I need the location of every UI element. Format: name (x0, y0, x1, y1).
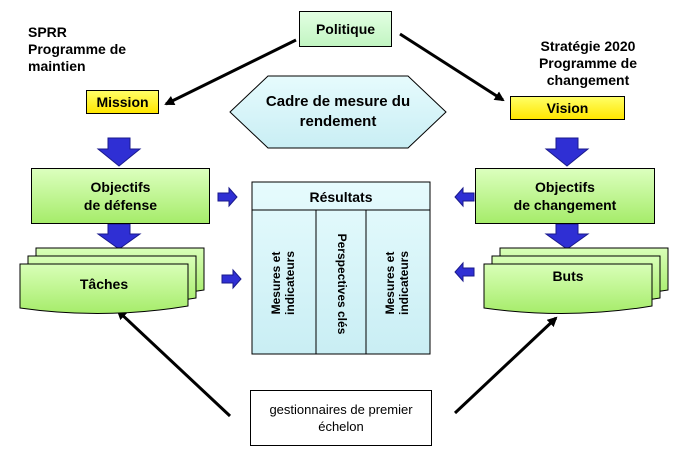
strategie-label-line3: changement (546, 72, 630, 88)
politique-node: Politique (299, 11, 392, 47)
mission-label: Mission (96, 94, 149, 110)
cadre-label-line2: rendement (299, 113, 377, 130)
objectifs-changement-line1: Objectifs (535, 179, 595, 195)
taches-label: Tâches (79, 276, 129, 292)
strategie-label-line1: Stratégie 2020 (540, 38, 636, 54)
vision-label: Vision (546, 100, 589, 116)
gestionnaires-line1: gestionnaires de premier (269, 402, 413, 417)
left-arrow-buts (454, 261, 475, 283)
cadre-node: Cadre de mesure du rendement (246, 88, 430, 136)
strategie-label: Stratégie 2020 Programme de changement (518, 38, 658, 89)
strategie-label-line2: Programme de (538, 55, 638, 71)
cadre-hexagon (229, 75, 447, 149)
resultats-header: Résultats (252, 183, 430, 210)
politique-label: Politique (315, 21, 376, 37)
taches-node: Tâches (20, 268, 188, 300)
buts-node: Buts (484, 260, 652, 292)
buts-label: Buts (552, 268, 584, 284)
sprr-label: SPRR Programme de maintien (28, 24, 168, 75)
connector-gestionnaires-buts (453, 316, 558, 415)
sprr-label-line3: maintien (28, 58, 86, 74)
objectifs-defense-node: Objectifs de défense (31, 168, 210, 224)
gestionnaires-line2: échelon (318, 419, 364, 434)
down-arrow-vision (544, 137, 590, 167)
objectifs-defense-line2: de défense (83, 197, 158, 213)
objectifs-changement-node: Objectifs de changement (475, 168, 655, 224)
buts-stack (483, 247, 669, 315)
connector-gestionnaires-taches (116, 309, 232, 418)
resultats-col-2: Perspectives clés (335, 233, 349, 335)
resultats-col-3: Mesures et indicateurs (383, 250, 411, 316)
sprr-label-line1: SPRR (28, 24, 67, 40)
mission-node: Mission (86, 90, 159, 114)
vision-node: Vision (510, 96, 625, 120)
right-arrow-taches (221, 268, 242, 290)
objectifs-changement-line2: de changement (513, 197, 617, 213)
taches-stack (19, 247, 205, 315)
connector-politique-mission (164, 38, 297, 106)
resultats-table (251, 181, 431, 355)
resultats-col-1: Mesures et indicateurs (269, 250, 297, 316)
down-arrow-objectifs-changement (544, 223, 590, 250)
down-arrow-objectifs-defense (96, 223, 142, 250)
cadre-label-line1: Cadre de mesure du (265, 93, 411, 110)
right-arrow-objectifs-defense (217, 186, 238, 208)
down-arrow-mission (96, 137, 142, 167)
left-arrow-objectifs-changement (454, 186, 475, 208)
resultats-title: Résultats (309, 188, 373, 205)
sprr-label-line2: Programme de (28, 41, 127, 57)
objectifs-defense-line1: Objectifs (90, 179, 151, 195)
gestionnaires-node: gestionnaires de premier échelon (250, 390, 432, 446)
connector-politique-vision (399, 32, 505, 102)
